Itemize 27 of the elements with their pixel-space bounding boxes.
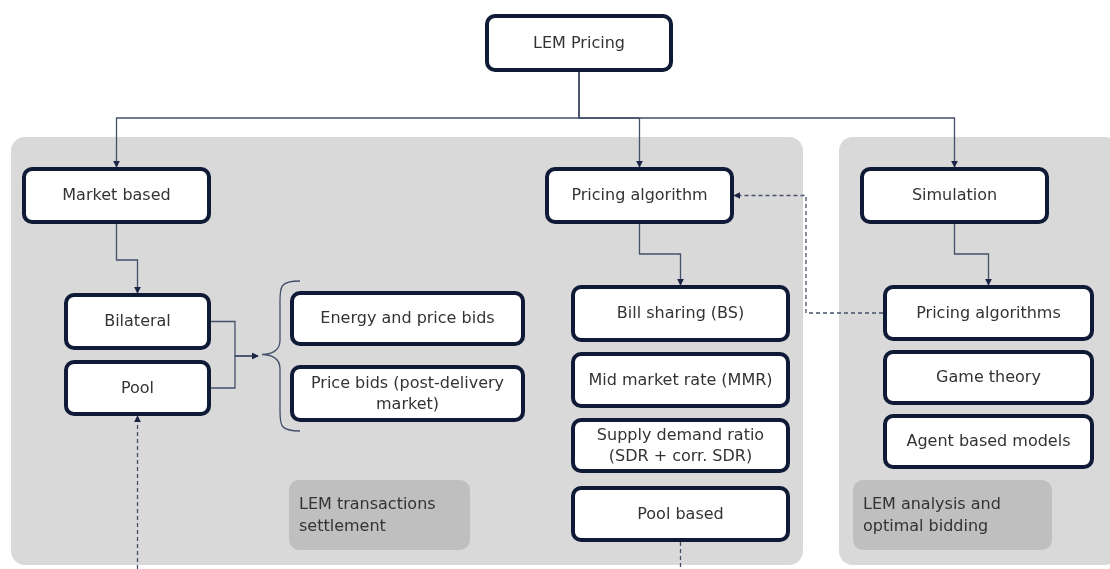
category-box: Price bids (post-delivery market) — [290, 365, 525, 422]
section-label: LEM transactions settlement — [289, 480, 470, 550]
category-box: Supply demand ratio (SDR + corr. SDR) — [571, 418, 790, 473]
category-box: Bill sharing (BS) — [571, 285, 790, 342]
group-panel — [11, 137, 803, 565]
category-box: Simulation — [860, 167, 1049, 224]
section-label: LEM analysis and optimal bidding — [853, 480, 1052, 550]
category-box: Pool — [64, 360, 211, 416]
category-box: Bilateral — [64, 293, 211, 350]
group-panel — [839, 137, 1110, 565]
category-box: Pricing algorithm — [545, 167, 734, 224]
category-box: Pricing algorithms — [883, 285, 1094, 341]
category-box: Pool based — [571, 486, 790, 542]
dashed-arrow — [134, 415, 141, 569]
category-box: Game theory — [883, 350, 1094, 405]
arrow — [115, 223, 141, 294]
arrow — [638, 223, 684, 286]
arrow — [210, 352, 259, 389]
category-box: Agent based models — [883, 414, 1094, 469]
category-box: Mid market rate (MMR) — [571, 352, 790, 408]
arrow — [953, 223, 992, 286]
category-box: Market based — [22, 167, 211, 224]
category-box: Energy and price bids — [290, 291, 525, 346]
arrow — [578, 71, 958, 168]
category-box: LEM Pricing — [485, 14, 673, 72]
dashed-arrow — [733, 192, 884, 314]
dashed-line — [679, 541, 682, 569]
